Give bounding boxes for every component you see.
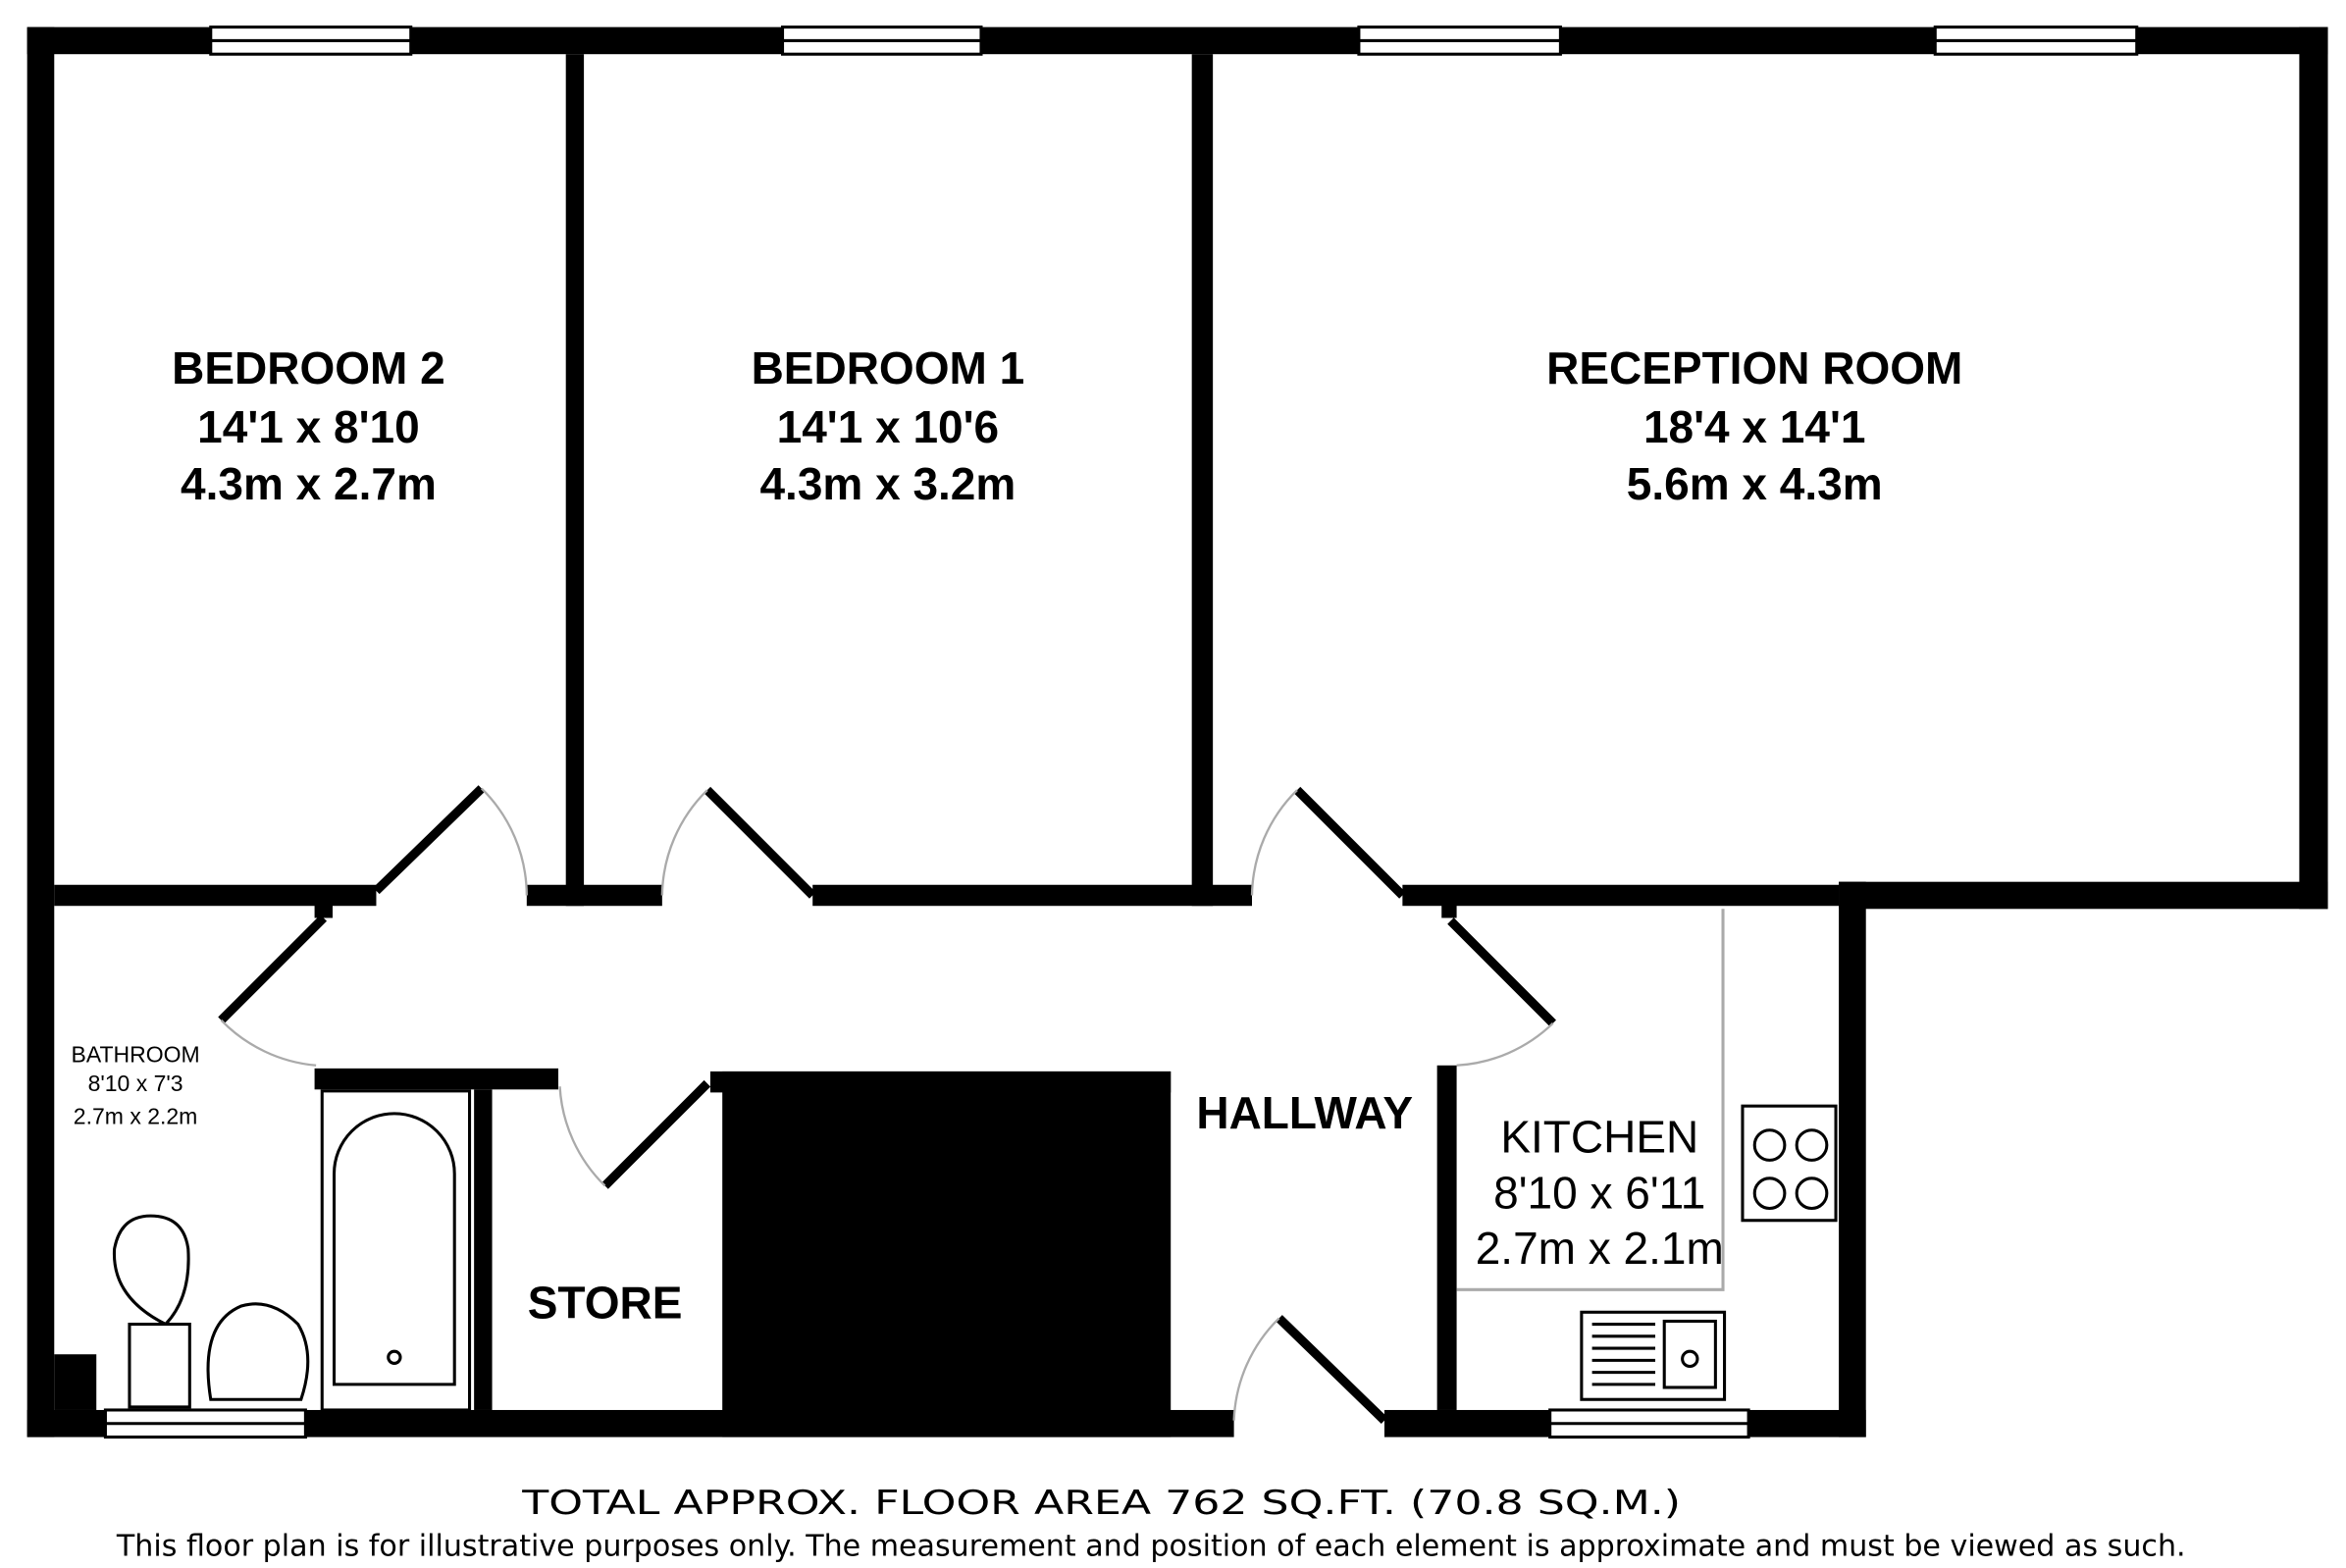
room-reception: RECEPTION ROOM 18'4 x 14'1 5.6m x 4.3m bbox=[1546, 342, 1962, 509]
room-dimensions-metric: 4.3m x 3.2m bbox=[759, 458, 1016, 509]
room-name: RECEPTION ROOM bbox=[1546, 342, 1962, 393]
room-dimensions-imperial: 18'4 x 14'1 bbox=[1643, 401, 1866, 452]
room-bathroom: BATHROOM 8'10 x 7'3 2.7m x 2.2m bbox=[71, 1042, 199, 1129]
doors bbox=[218, 785, 1556, 1425]
room-name: KITCHEN bbox=[1500, 1112, 1698, 1163]
room-bedroom-1: BEDROOM 1 14'1 x 10'6 4.3m x 3.2m bbox=[752, 342, 1025, 509]
room-dimensions-metric: 2.7m x 2.1m bbox=[1476, 1223, 1724, 1274]
room-dimensions-imperial: 8'10 x 7'3 bbox=[88, 1071, 183, 1096]
bathtub-basin bbox=[332, 1112, 456, 1386]
room-hallway: HALLWAY bbox=[1196, 1087, 1413, 1138]
room-dimensions-imperial: 8'10 x 6'11 bbox=[1493, 1167, 1705, 1218]
toilet-icon bbox=[113, 1214, 190, 1407]
room-dimensions-imperial: 14'1 x 8'10 bbox=[197, 401, 420, 452]
walls bbox=[26, 26, 2328, 1437]
room-name: BEDROOM 1 bbox=[752, 342, 1025, 393]
room-name: BEDROOM 2 bbox=[172, 342, 445, 393]
room-store: STORE bbox=[528, 1277, 683, 1328]
room-name: BATHROOM bbox=[71, 1042, 199, 1068]
windows bbox=[103, 26, 2139, 1439]
fixtures bbox=[113, 909, 1838, 1412]
stairwell-block bbox=[722, 1071, 1172, 1437]
kitchen-worktop bbox=[1456, 909, 1725, 1291]
total-floor-area: TOTAL APPROX. FLOOR AREA 762 SQ.FT. (70.… bbox=[521, 1484, 1681, 1522]
room-kitchen: KITCHEN 8'10 x 6'11 2.7m x 2.1m bbox=[1476, 1112, 1724, 1274]
room-dimensions-imperial: 14'1 x 10'6 bbox=[777, 401, 1000, 452]
room-bedroom-2: BEDROOM 2 14'1 x 8'10 4.3m x 2.7m bbox=[172, 342, 445, 509]
room-dimensions-metric: 2.7m x 2.2m bbox=[74, 1104, 198, 1129]
room-dimensions-metric: 5.6m x 4.3m bbox=[1627, 458, 1883, 509]
sink-icon bbox=[206, 1302, 310, 1401]
room-dimensions-metric: 4.3m x 2.7m bbox=[181, 458, 437, 509]
disclaimer: This floor plan is for illustrative purp… bbox=[116, 1530, 2186, 1564]
